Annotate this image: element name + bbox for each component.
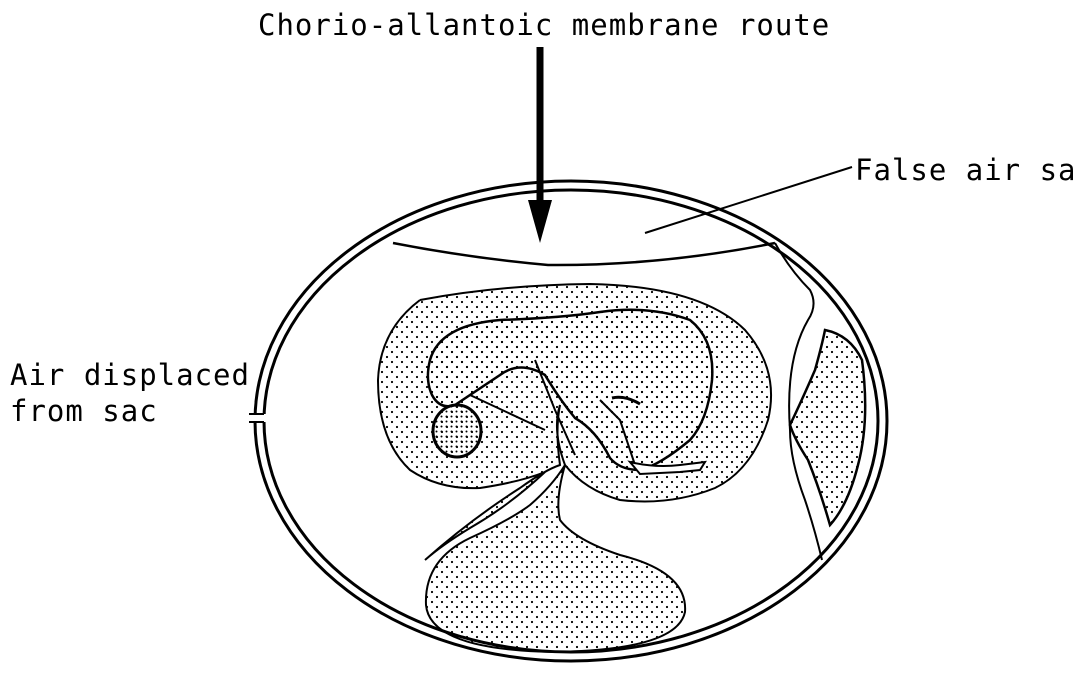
albumen [790,330,865,525]
false-air-sac-membrane [393,243,775,265]
injection-arrow-head [528,200,552,243]
shell-hole [244,414,266,422]
air-displaced-label-line1: Air displaced [10,358,250,392]
false-air-sac-label: False air sac [855,153,1079,187]
chorio-route-label: Chorio-allantoic membrane route [258,8,830,42]
air-displaced-label-line2: from sac [10,394,158,428]
embryo-eye [433,405,481,457]
